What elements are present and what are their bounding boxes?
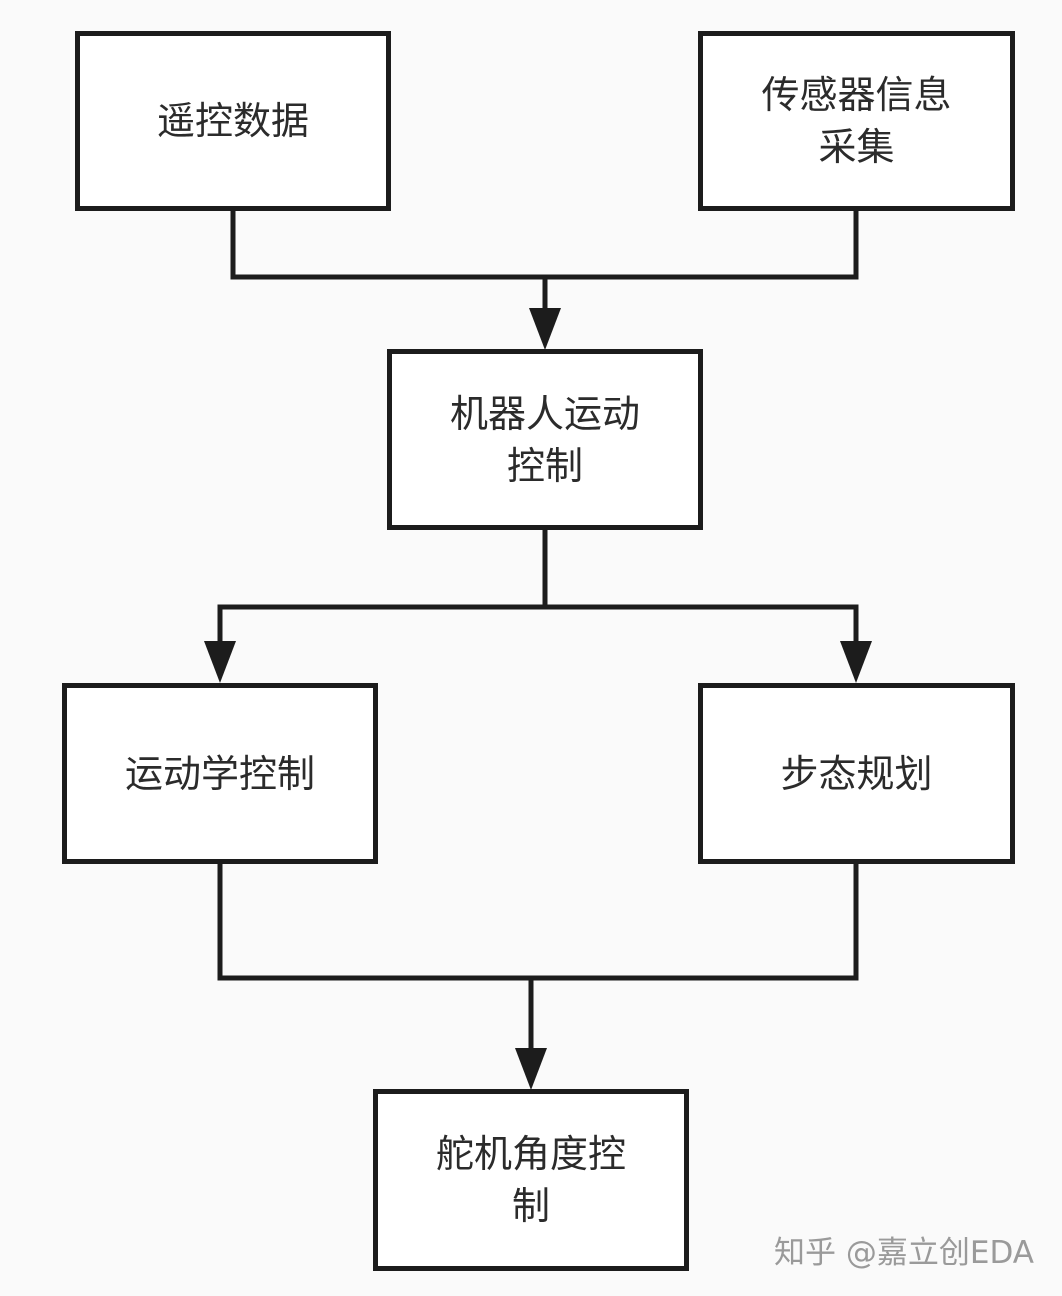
connector-split-to-kinematics <box>217 604 545 648</box>
arrowhead-down-icon <box>529 308 561 350</box>
node-sensor-collection: 传感器信息采集 <box>698 31 1015 211</box>
node-label: 传感器信息采集 <box>761 73 952 169</box>
connector-split-to-gait <box>545 604 859 648</box>
connector-kinematics-to-merge <box>217 862 531 981</box>
node-robot-motion-control: 机器人运动控制 <box>387 349 703 530</box>
node-kinematics-control: 运动学控制 <box>62 683 378 864</box>
connector-gait-to-merge <box>531 862 859 981</box>
arrowhead-down-icon <box>515 1048 547 1090</box>
watermark-text: 知乎 @嘉立创EDA <box>774 1235 1034 1271</box>
node-servo-angle-control: 舵机角度控制 <box>373 1089 689 1271</box>
node-label: 步态规划 <box>780 751 933 796</box>
connector-sensor-to-merge <box>545 209 859 280</box>
node-gait-planning: 步态规划 <box>698 683 1015 864</box>
node-label: 舵机角度控制 <box>435 1132 626 1228</box>
node-remote-data: 遥控数据 <box>75 31 391 211</box>
arrowhead-down-icon <box>840 641 872 683</box>
connector-remote-to-merge <box>230 209 545 280</box>
node-label: 机器人运动控制 <box>449 391 640 488</box>
node-label: 运动学控制 <box>124 751 315 796</box>
arrowhead-down-icon <box>204 641 236 683</box>
node-label: 遥控数据 <box>156 99 309 143</box>
